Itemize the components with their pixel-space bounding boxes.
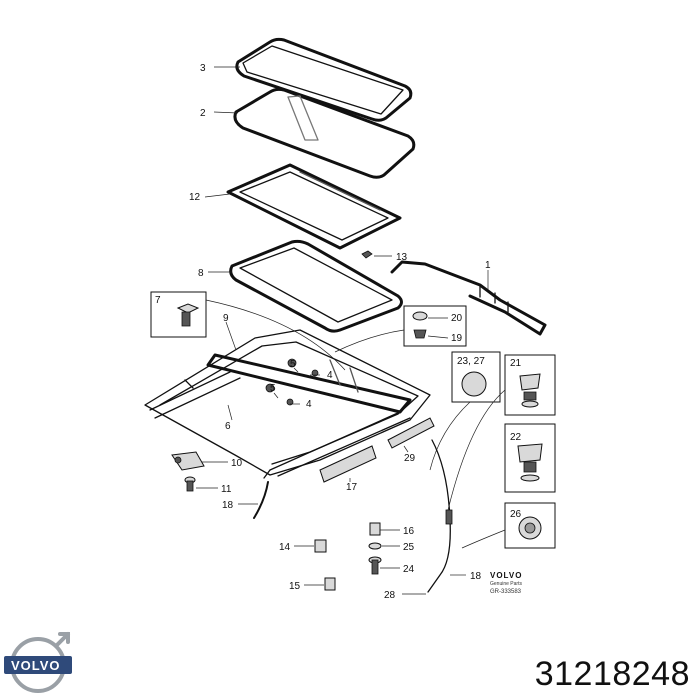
callout-4b: 4: [306, 399, 312, 410]
callout-26: 26: [510, 509, 522, 520]
callout-21: 21: [510, 358, 522, 369]
part-10-motor: [171, 451, 205, 471]
part-29-strip: [387, 417, 435, 449]
callout-8: 8: [198, 268, 204, 279]
part-8-frame-seal: [229, 239, 403, 333]
callout-10: 10: [231, 458, 243, 469]
callout-4a: 4: [327, 370, 333, 381]
part-12-panel-frame: [226, 163, 402, 250]
callout-24: 24: [403, 564, 415, 575]
volvo-logo: VOLVO: [4, 632, 72, 693]
part-15-bushing: [324, 577, 336, 591]
callout-7: 7: [155, 295, 161, 306]
part-18-drain-hose-right: [427, 439, 453, 593]
brand-stamp: VOLVO Genuine Parts GR-333583: [490, 571, 522, 595]
part-6-main-frame: [144, 329, 431, 479]
callout-19: 19: [451, 333, 463, 344]
part-11-screw: [184, 476, 196, 492]
leader-lines: [196, 66, 489, 595]
callout-12: 12: [189, 192, 201, 203]
callout-25: 25: [403, 542, 415, 553]
callout-5a: 5: [290, 359, 296, 370]
part-17-panel: [319, 445, 377, 483]
callout-17: 17: [346, 482, 358, 493]
volvo-logo-text: VOLVO: [11, 658, 61, 673]
callout-28: 28: [384, 590, 396, 601]
part-2-glass-panel: [233, 87, 416, 179]
part-23-27-box: [451, 351, 501, 403]
part-20-19-box: [403, 305, 467, 347]
part-number: 31218248: [534, 655, 690, 693]
callout-3: 3: [200, 63, 206, 74]
callout-18-right: 18: [470, 571, 482, 582]
callout-6: 6: [225, 421, 231, 432]
callout-13: 13: [396, 252, 408, 263]
part-21-box: [504, 354, 556, 416]
part-26-box: [504, 502, 556, 549]
part-18-drain-hose-left: [253, 481, 269, 519]
callout-5b: 5: [270, 383, 276, 394]
part-7-box: [150, 291, 207, 338]
callout-16: 16: [403, 526, 415, 537]
brand-stamp-name: VOLVO: [490, 571, 522, 580]
callout-2: 2: [200, 108, 206, 119]
part-16-25-24-stack: [368, 522, 382, 575]
callout-15: 15: [289, 581, 301, 592]
brand-stamp-code: GR-333583: [490, 589, 522, 595]
callout-18-left: 18: [222, 500, 234, 511]
callout-29: 29: [404, 453, 416, 464]
brand-stamp-subtitle: Genuine Parts: [490, 581, 522, 587]
part-14-bushing: [314, 539, 327, 553]
part-22-box: [504, 423, 556, 493]
callout-20: 20: [451, 313, 463, 324]
callout-23-27: 23, 27: [457, 356, 485, 367]
part-1-wind-deflector: [390, 260, 547, 336]
callout-11: 11: [221, 484, 232, 495]
callout-1: 1: [485, 260, 491, 271]
callout-22: 22: [510, 432, 522, 443]
callout-14: 14: [279, 542, 291, 553]
callout-9: 9: [223, 313, 229, 324]
callout-labels: 3 2 12 13 1 8 7 9 20 19 5 4 5 4 6 23, 27…: [155, 63, 522, 601]
part-3-seal: [235, 37, 413, 122]
part-13-clip: [361, 250, 373, 259]
